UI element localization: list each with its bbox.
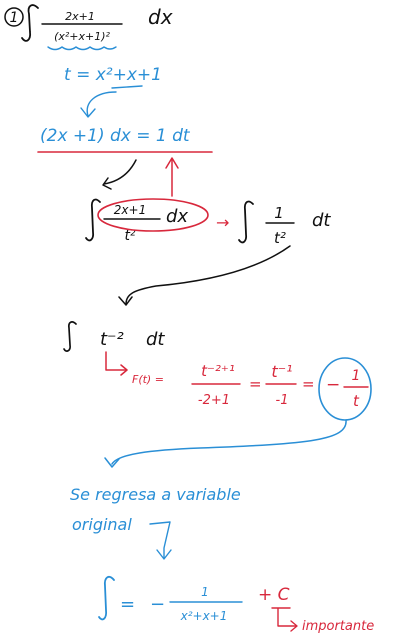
final-numerator: 1 [201, 585, 209, 599]
constant-arrow-head [290, 620, 298, 632]
differential-step: (2x +1) dx = 1 dt [37, 126, 213, 197]
step2-numerator: 2x+1 [114, 203, 146, 217]
final-denominator: x²+x+1 [180, 609, 228, 623]
frac1-denominator: -2+1 [198, 393, 230, 408]
step2-dx: dx [166, 206, 188, 227]
constant-corner-arrow [271, 607, 297, 627]
step3-integrand: t⁻² [100, 329, 124, 350]
arrow-head-black [102, 177, 112, 190]
red-corner-arrow-head [120, 364, 128, 376]
back-substitution-note: Se regresa a variable original [70, 485, 241, 560]
integral-sign [21, 4, 39, 42]
note-line1: Se regresa a variable [70, 485, 241, 504]
step2-integral: 2x+1 t² dx → 1 t² dt [85, 198, 331, 306]
final-result: = − 1 x²+x+1 + C importante [98, 575, 374, 634]
blue-circle [318, 357, 372, 421]
substitution-step: t = x²+x+1 [64, 65, 162, 118]
step2-rhs-numerator: 1 [274, 204, 284, 222]
note-line2: original [72, 515, 132, 534]
long-arrow-black [125, 245, 291, 305]
frac2-denominator: -1 [276, 393, 289, 408]
step1-denominator: (x²+x+1)² [54, 30, 110, 43]
step2-denominator: t² [124, 228, 135, 244]
ft-label: F(t) = [132, 373, 164, 386]
step-number-circle [4, 7, 24, 27]
red-arrow-glyph: → [216, 213, 229, 232]
step2-rhs-denominator: t² [274, 229, 286, 247]
step3-dt: dt [146, 329, 165, 350]
step1-integral: 1 2x+1 (x²+x+1)² dx [4, 4, 173, 51]
red-corner-arrow [105, 351, 127, 371]
note-arrow-head [156, 549, 172, 560]
arrow-head-red [165, 157, 179, 169]
equals-2: = [302, 375, 315, 393]
frac1-numerator: t⁻²⁺¹ [201, 362, 235, 380]
integral-sign-blue [98, 575, 115, 621]
underline-squiggle [47, 46, 117, 51]
final-minus: − [150, 594, 165, 615]
constant-note: importante [302, 619, 374, 634]
integral-sign-2 [85, 198, 101, 242]
step3-integral: t⁻² dt [63, 321, 165, 352]
result-minus: − [326, 375, 340, 395]
frac3-numerator: 1 [352, 368, 361, 384]
differential-text: (2x +1) dx = 1 dt [40, 126, 191, 146]
constant-c: + C [258, 585, 290, 605]
equals-1: = [249, 375, 262, 393]
arrow-head-blue [80, 107, 96, 118]
red-ellipse [97, 198, 209, 232]
step1-dx: dx [148, 5, 173, 29]
note-arrow [149, 521, 171, 559]
arrow-head-black-2 [118, 296, 133, 306]
substitution-text: t = x²+x+1 [64, 65, 162, 85]
arrow-down-black [103, 159, 137, 185]
frac3-denominator: t [353, 392, 360, 410]
step2-rhs-dt: dt [312, 210, 331, 231]
frac2-numerator: t⁻¹ [271, 362, 292, 381]
integral-sign-4 [63, 321, 77, 352]
arrow-down-blue [86, 91, 117, 117]
step-number: 1 [10, 10, 19, 26]
final-equals: = [120, 594, 135, 615]
antiderivative-step: F(t) = t⁻²⁺¹ -2+1 = t⁻¹ -1 = − 1 t [104, 351, 372, 468]
arrow-head-blue-2 [104, 457, 120, 468]
integral-sign-3 [238, 200, 254, 244]
step1-numerator: 2x+1 [65, 10, 95, 23]
substitution-underline [111, 85, 143, 89]
long-arrow-blue [111, 419, 347, 465]
